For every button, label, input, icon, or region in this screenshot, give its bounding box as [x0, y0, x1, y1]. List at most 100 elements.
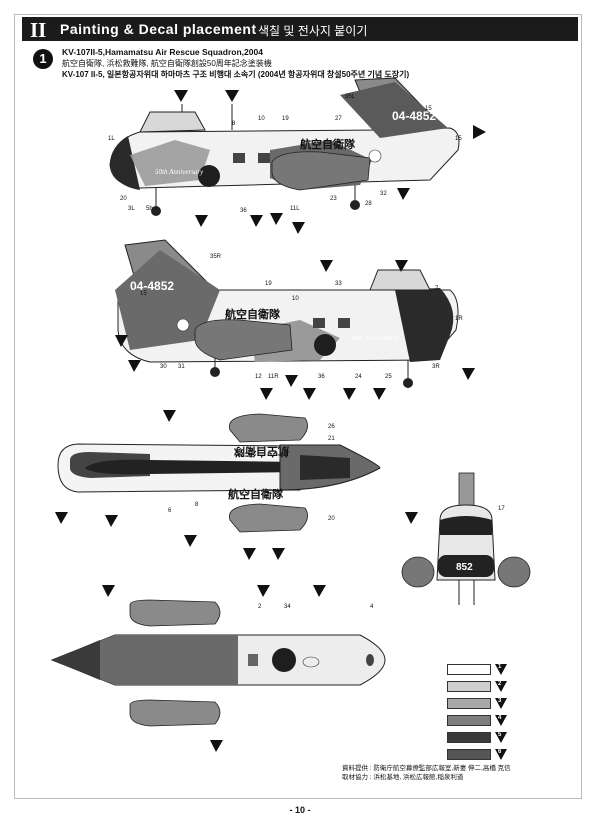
callout-marker — [225, 90, 239, 102]
callout-marker — [250, 215, 263, 227]
legend-code: 6 — [498, 749, 502, 755]
callout-marker — [405, 512, 418, 524]
part-number-label: 17 — [498, 506, 505, 512]
part-number-label: 32 — [380, 191, 387, 197]
callout-marker — [473, 125, 486, 139]
kanji-top-upper: 航空自衛隊 — [233, 445, 289, 459]
credit-line-2: 取材協力 : 浜松基地, 浜松広報館,稲泉利道 — [342, 774, 464, 781]
legend-row: 1 — [447, 662, 512, 679]
part-number-label: 28 — [365, 201, 372, 207]
callout-marker — [105, 515, 118, 527]
scheme-line-korean: KV-107 II-5, 일본항공자위대 하마마츠 구조 비행대 소속기 (20… — [62, 70, 410, 79]
credit-line-1: 資料提供 : 防衛庁航空幕僚監部広報室,新妻 伸二,高橋 克信 — [342, 765, 511, 772]
legend-row: 2 — [447, 679, 512, 696]
part-number-label: 20 — [328, 516, 335, 522]
callout-marker — [303, 388, 316, 400]
part-number-label: 3L — [128, 206, 135, 212]
callout-marker — [102, 585, 115, 597]
part-number-label: 7 — [435, 286, 439, 292]
callout-marker — [270, 213, 283, 225]
legend-code: 4 — [498, 715, 502, 721]
part-number-label: 34 — [284, 604, 291, 610]
part-number-label: 2 — [258, 604, 262, 610]
section-title-korean: 색칠 및 전사지 붙이기 — [258, 24, 368, 38]
part-number-label: 1L — [108, 136, 115, 142]
callout-marker — [320, 260, 333, 272]
kanji-text-left: 航空自衛隊 — [300, 137, 356, 151]
callout-marker — [128, 360, 141, 372]
legend-code: 5 — [498, 732, 502, 738]
callout-marker — [195, 215, 208, 227]
part-number-label: 35L — [345, 94, 356, 100]
color-callout-markers — [55, 90, 486, 752]
part-number-label: 15 — [425, 106, 432, 112]
anniversary-text-left: 50th Anniversary — [155, 168, 204, 176]
callout-marker — [174, 90, 188, 102]
part-number-label: 12 — [255, 374, 262, 380]
legend-marker-icon: 6 — [495, 749, 507, 760]
legend-marker-icon: 2 — [495, 681, 507, 692]
callout-marker — [55, 512, 68, 524]
legend-marker-icon: 5 — [495, 732, 507, 743]
top-view: 航空自衛隊 航空自衛隊 — [57, 413, 381, 533]
part-number-label: 15 — [455, 136, 462, 142]
part-number-label: 10 — [292, 296, 299, 302]
callout-marker — [313, 585, 326, 597]
legend-code: 3 — [498, 698, 502, 704]
front-view: 852 — [401, 472, 531, 605]
serial-text-right: 04-4852 — [130, 279, 174, 293]
callout-marker — [285, 375, 298, 387]
callout-marker — [210, 740, 223, 752]
page-number: - 10 - — [289, 805, 311, 815]
part-number-label: 11L — [290, 206, 300, 212]
legend-swatch — [447, 715, 491, 726]
part-number-label: 15 — [140, 291, 147, 297]
legend-swatch — [447, 698, 491, 709]
part-number-label: 36 — [318, 374, 325, 380]
part-number-label: 1R — [455, 316, 463, 322]
part-number-label: 26 — [328, 424, 335, 430]
anniversary-text-right: 50th Anniversary — [350, 334, 399, 342]
section-roman-numeral: II — [30, 18, 47, 42]
part-number-label: 10 — [258, 116, 265, 122]
scheme-line-japanese: 航空自衛隊, 浜松救難隊, 航空自衛隊創設50周年記念塗装機 — [62, 59, 272, 68]
callout-marker — [272, 548, 285, 560]
page-border — [14, 14, 582, 799]
front-number-text: 852 — [456, 562, 473, 573]
part-number-label: 5b — [146, 206, 153, 212]
legend-marker-icon: 4 — [495, 715, 507, 726]
legend-code: 2 — [498, 681, 502, 687]
serial-text-left: 04-4852 — [392, 109, 436, 123]
part-number-label: 30 — [160, 364, 167, 370]
part-number-label: 25 — [385, 374, 392, 380]
callout-marker — [257, 585, 270, 597]
callout-marker — [184, 535, 197, 547]
kanji-top-lower: 航空自衛隊 — [228, 487, 284, 501]
scheme-number-badge: 1 — [33, 49, 53, 69]
legend-row: 4 — [447, 713, 512, 730]
legend-row: 6 — [447, 747, 512, 764]
callout-marker — [373, 388, 386, 400]
part-number-label: 23 — [330, 196, 337, 202]
legend-swatch — [447, 749, 491, 760]
part-number-label: 31 — [178, 364, 185, 370]
legend-marker-icon: 3 — [495, 698, 507, 709]
part-number-label: 11R — [268, 374, 279, 380]
legend-marker-icon: 1 — [495, 664, 507, 675]
part-number-label: 6 — [168, 508, 172, 514]
part-number-label: 8 — [195, 502, 199, 508]
color-legend: 1 2 3 4 5 6 — [447, 662, 512, 764]
section-title: Painting & Decal placement — [60, 21, 257, 37]
callout-marker — [462, 368, 475, 380]
part-number-label: 8 — [232, 121, 236, 127]
legend-swatch — [447, 664, 491, 675]
part-number-label: 4 — [370, 604, 374, 610]
legend-row: 3 — [447, 696, 512, 713]
callout-marker — [243, 548, 256, 560]
part-number-label: 19 — [265, 281, 272, 287]
part-number-label: 20 — [120, 196, 127, 202]
legend-swatch — [447, 681, 491, 692]
part-number-label: 33 — [335, 281, 342, 287]
part-number-label: 24 — [355, 374, 362, 380]
